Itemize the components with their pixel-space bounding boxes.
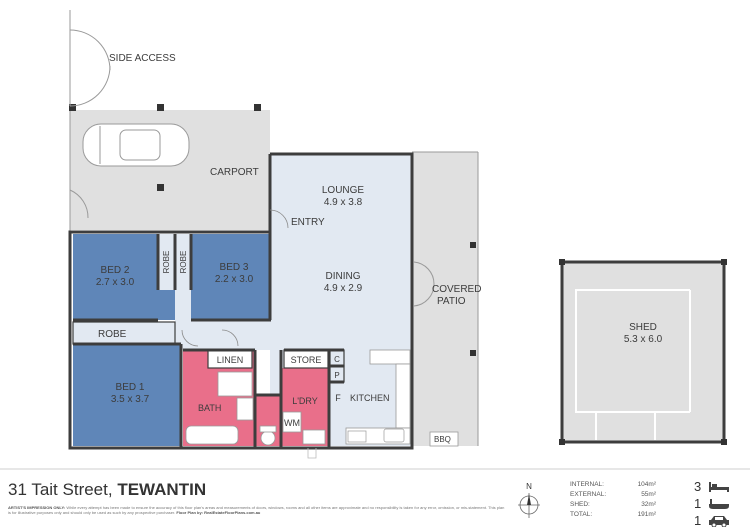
- kitchen-bench: [369, 349, 411, 365]
- lounge-dimensions: 4.9 x 3.8: [324, 197, 363, 208]
- bath-icon: [709, 498, 729, 509]
- stat-internal: INTERNAL: 104m²: [570, 481, 656, 491]
- laundry-label: L'DRY: [292, 396, 318, 406]
- stat-external: EXTERNAL: 55m²: [570, 491, 656, 501]
- stat-label: TOTAL:: [570, 511, 593, 518]
- stat-label: INTERNAL:: [570, 481, 604, 488]
- car-icon: [82, 123, 190, 167]
- robe-label-2: ROBE: [179, 251, 188, 274]
- car-space-icon: [709, 515, 729, 527]
- bed3-name: BED 3: [220, 262, 249, 273]
- cooktop: [347, 430, 367, 443]
- compass-icon: N: [518, 482, 540, 518]
- disclaimer: ARTIST'S IMPRESSION ONLY: While every at…: [8, 505, 508, 515]
- disclaimer-text: While every attempt has been made to ens…: [8, 505, 505, 515]
- bed1-area: [73, 344, 181, 446]
- toilet-cistern: [259, 425, 277, 433]
- linen-label: LINEN: [217, 355, 244, 365]
- stat-label: EXTERNAL:: [570, 491, 607, 498]
- shower: [217, 371, 253, 397]
- dining-name: DINING: [326, 271, 361, 282]
- feature-counts: 3 1 1: [694, 478, 730, 529]
- robe-area-2: [175, 234, 191, 290]
- stat-label: SHED:: [570, 501, 590, 508]
- shed-name: SHED: [629, 322, 657, 333]
- shed-dimensions: 5.3 x 6.0: [624, 334, 663, 345]
- stat-value: 104m²: [637, 481, 656, 488]
- address-street: 31 Tait Street,: [8, 480, 113, 499]
- linen-area: [208, 350, 252, 368]
- disclaimer-head: ARTIST'S IMPRESSION ONLY:: [8, 505, 66, 510]
- bathroom-count-value: 1: [694, 496, 702, 511]
- dining-dimensions: 4.9 x 2.9: [324, 283, 363, 294]
- floorplan-credit: Floor Plan by: RealEstateFloorPlans.com.…: [176, 510, 261, 515]
- bedroom-count-value: 3: [694, 479, 702, 494]
- robe-area-bed1: [73, 322, 175, 344]
- carport-posts: [69, 104, 476, 356]
- washing-machine: [282, 411, 302, 433]
- pantry-p-label: P: [334, 371, 339, 380]
- boundary-lines: [69, 10, 479, 446]
- address-suburb: TEWANTIN: [117, 480, 207, 499]
- interior-thin-walls: [72, 321, 345, 383]
- robe-label-1: ROBE: [162, 251, 171, 274]
- entry-label: ENTRY: [291, 217, 325, 228]
- stat-value: 55m²: [641, 491, 656, 498]
- bbq-box: [429, 431, 459, 447]
- store-label: STORE: [291, 355, 322, 365]
- shed-inner: [575, 289, 691, 440]
- bed1-dimensions: 3.5 x 3.7: [111, 394, 150, 405]
- bed2-dimensions: 2.7 x 3.0: [96, 277, 135, 288]
- laundry-tub: [302, 429, 326, 445]
- bed1-name: BED 1: [116, 382, 145, 393]
- wm-label: WM: [284, 418, 300, 428]
- floor-plan: SIDE ACCESS CARPORT COVERED PATIO BBQ LO…: [0, 10, 750, 470]
- bbq-label: BBQ: [434, 435, 451, 444]
- covered-patio-label-2: PATIO: [437, 296, 466, 307]
- cupboard-c-label: C: [334, 355, 340, 364]
- vanity: [236, 397, 254, 421]
- robe-area-1: [158, 234, 174, 290]
- stat-total: TOTAL: 191m²: [570, 511, 656, 521]
- covered-patio-label-1: COVERED: [432, 284, 481, 295]
- car-count-value: 1: [694, 513, 702, 528]
- sink: [383, 428, 405, 443]
- bedroom-count: 3: [694, 478, 730, 495]
- door-swings: [181, 209, 317, 459]
- car-count: 1: [694, 512, 730, 529]
- lounge-name: LOUNGE: [322, 185, 365, 196]
- toilet: [260, 430, 276, 446]
- bathtub: [185, 425, 239, 445]
- bed3-area: [191, 234, 271, 320]
- bed2-name: BED 2: [101, 265, 130, 276]
- bed3-dimensions: 2.2 x 3.0: [215, 274, 254, 285]
- stat-value: 32m²: [641, 501, 656, 508]
- stat-value: 191m²: [637, 511, 656, 518]
- bed-icon: [709, 481, 729, 492]
- area-stats: INTERNAL: 104m² EXTERNAL: 55m² SHED: 32m…: [570, 481, 656, 521]
- robe-label-bed1: ROBE: [98, 329, 127, 340]
- compass-n-label: N: [526, 482, 532, 491]
- side-access-label: SIDE ACCESS: [109, 53, 176, 64]
- property-address: 31 Tait Street, TEWANTIN: [8, 480, 206, 500]
- store-area: [284, 350, 328, 368]
- kitchen-label: KITCHEN: [350, 393, 390, 403]
- kitchen-bench-side: [395, 363, 411, 429]
- shed-posts: [559, 259, 727, 445]
- bath-label: BATH: [198, 403, 221, 413]
- fridge-f-label: F: [335, 393, 341, 403]
- patio-area: [412, 152, 478, 446]
- stat-shed: SHED: 32m²: [570, 501, 656, 511]
- carport-label: CARPORT: [210, 167, 259, 178]
- bathroom-count: 1: [694, 495, 730, 512]
